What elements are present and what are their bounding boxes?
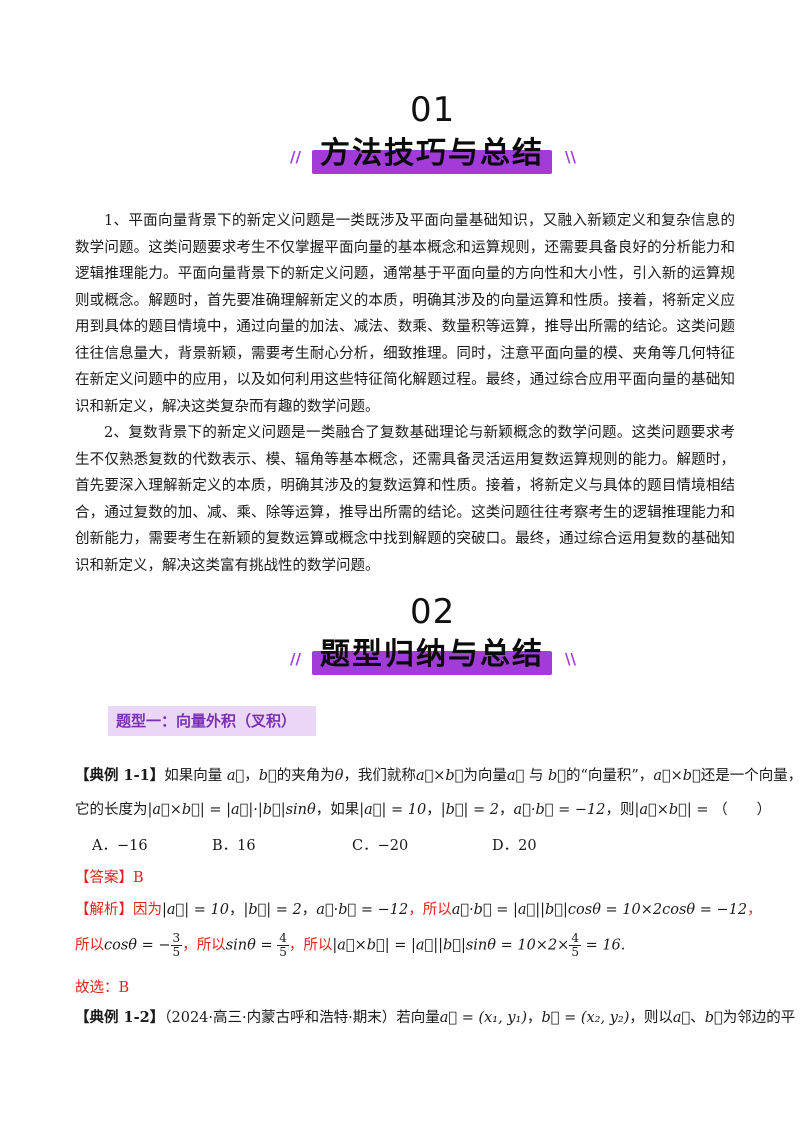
option-c: C．−20 [352,838,409,854]
title-highlight-bar [312,651,552,675]
paragraph-vector: 1、平面向量背景下的新定义问题是一类既涉及平面向量基础知识，又融入新颖定义和复杂… [75,213,735,415]
option-d: D．20 [492,838,537,854]
section-title: 题型归纳与总结 [320,637,544,672]
section-title: 方法技巧与总结 [320,136,544,171]
decor-slash-right: \\ [565,148,576,166]
section-number: 01 [410,90,456,130]
decor-slash-left: // [290,650,301,668]
example-1-1-line2: 它的长度为|a⃗×b⃗| = |a⃗|·|b⃗|sinθ，如果|a⃗| = 10… [75,802,772,818]
paragraph-complex: 2、复数背景下的新定义问题是一类融合了复数基础理论与新颖概念的数学问题。这类问题… [75,425,735,574]
decor-slash-left: // [290,148,301,166]
method-summary: 1、平面向量背景下的新定义问题是一类既涉及平面向量基础知识，又融入新颖定义和复杂… [75,208,735,579]
answer-line: 【答案】B [75,870,144,886]
section-number: 02 [410,592,456,632]
decor-slash-right: \\ [565,650,576,668]
example-1-1-line1: 【典例 1-1】如果向量 a⃗，b⃗的夹角为θ，我们就称a⃗×b⃗为向量a⃗ 与… [75,767,800,784]
analysis-line1: 【解析】因为|a⃗| = 10，|b⃗| = 2，a⃗·b⃗ = −12，所以a… [75,902,762,918]
conclusion: 故选：B [75,980,130,996]
question-type-label: 题型一：向量外积（叉积） [108,706,316,736]
example-1-2-line1: 【典例 1-2】（2024·高三·内蒙古呼和浩特·期末）若向量a⃗ = (x₁,… [75,1009,796,1026]
example-tag: 【典例 1-1】 [75,767,165,784]
title-highlight-bar [312,150,552,174]
option-a: A．−16 [92,838,148,854]
example-tag: 【典例 1-2】 [75,1009,165,1026]
option-b: B．16 [212,838,256,854]
